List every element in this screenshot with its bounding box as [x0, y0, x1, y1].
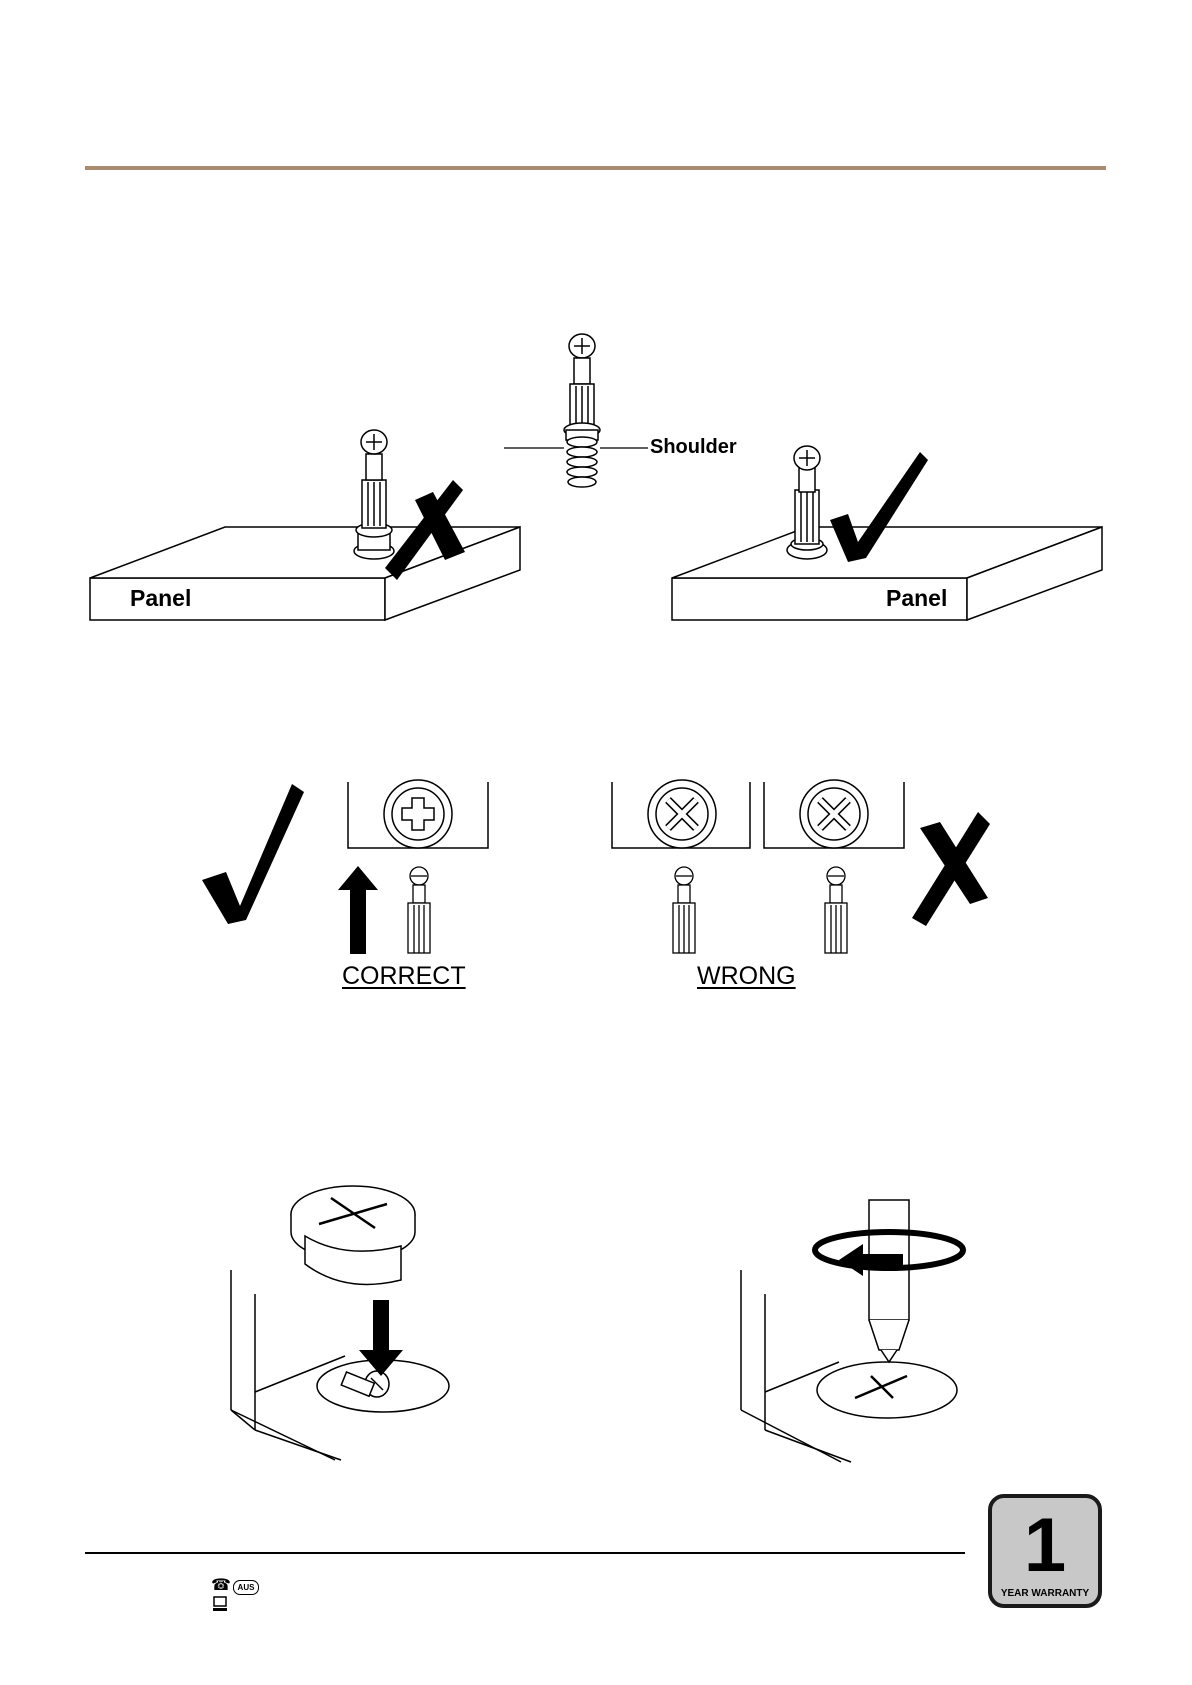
cam-bolt-wrong — [354, 430, 394, 559]
footer-rule — [85, 1552, 965, 1554]
cam-bolt-correct — [787, 446, 827, 559]
panel-label-right: Panel — [886, 585, 947, 612]
arrow-up-icon — [338, 866, 378, 954]
cam-lock-insert-illustration — [225, 1170, 465, 1470]
warranty-number: 1 — [1024, 1508, 1066, 1584]
check-mark-icon — [202, 784, 304, 924]
orientation-wrong-illustration — [610, 780, 1010, 960]
orientation-correct-illustration — [200, 780, 500, 960]
cam-lock-turn-illustration — [735, 1200, 975, 1470]
wrong-label: WRONG — [697, 962, 796, 991]
warranty-badge: 1 YEAR WARRANTY — [988, 1494, 1102, 1608]
country-badge: AUS — [233, 1580, 259, 1595]
panel-label-left: Panel — [130, 585, 191, 612]
warranty-text: YEAR WARRANTY — [1001, 1588, 1089, 1599]
header-rule — [85, 166, 1106, 170]
phone-icon: ☎ — [211, 1578, 231, 1594]
correct-label: CORRECT — [342, 962, 466, 991]
computer-icon — [212, 1596, 228, 1616]
cross-mark-icon — [912, 812, 990, 926]
